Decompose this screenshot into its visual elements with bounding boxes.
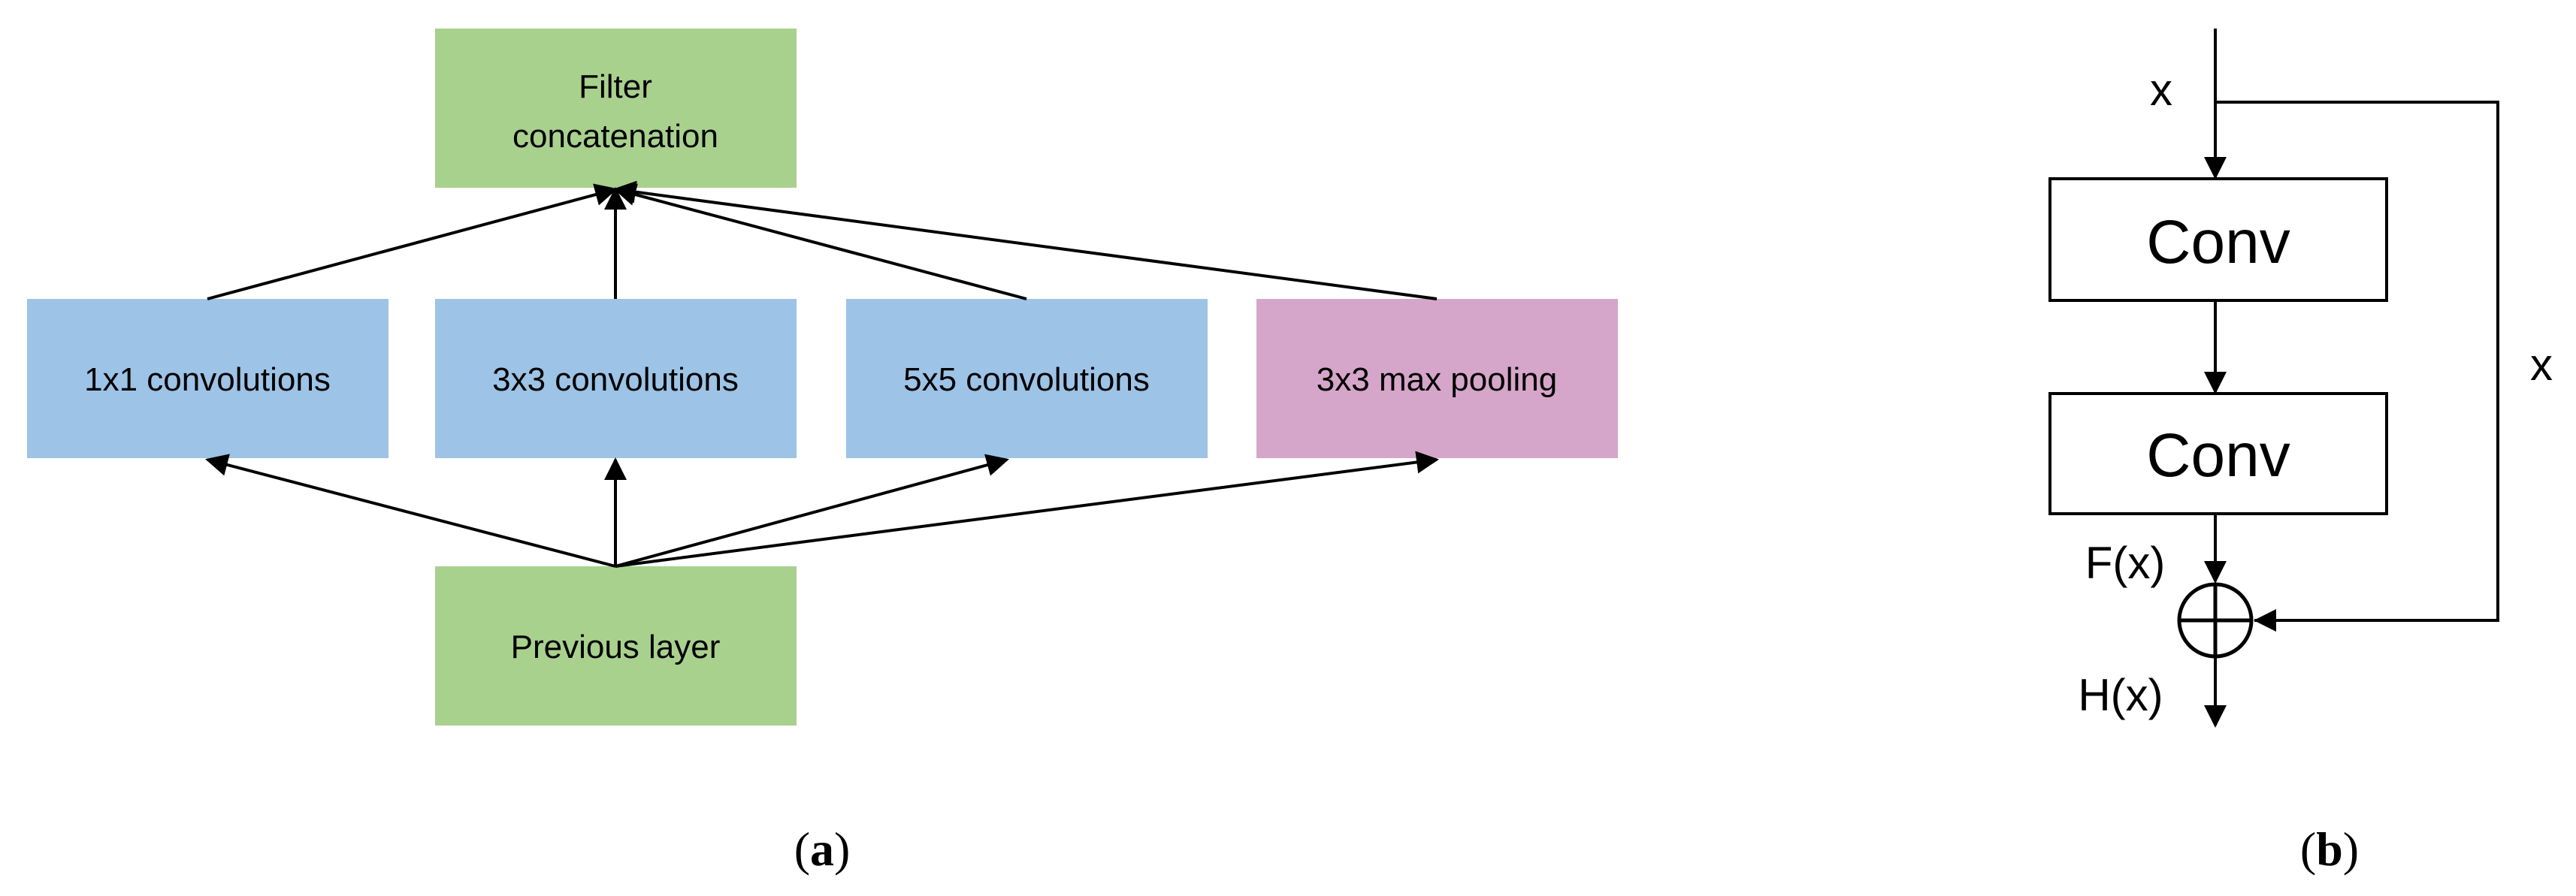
edge-5x5-to-concat <box>613 183 1027 300</box>
panel-a-caption: (a) <box>794 822 851 876</box>
branch-box-3x3 <box>435 299 797 458</box>
panel-b-caption-letter: b <box>2316 822 2343 876</box>
filter-concatenation-label-line1: Filter <box>579 68 652 105</box>
branch-label-1x1: 1x1 convolutions <box>84 361 331 398</box>
edge-1x1-to-concat <box>207 183 618 300</box>
edge-prev-to-1x1 <box>205 454 616 568</box>
conv1-box <box>2048 177 2388 302</box>
panel-a: Filter concatenation 1x1 convolutions 3x… <box>27 29 1618 876</box>
panel-b-caption: (b) <box>2300 822 2359 876</box>
panel-a-caption-open: ( <box>794 822 810 876</box>
previous-layer-label: Previous layer <box>511 629 721 665</box>
conv2-label: Conv <box>2146 421 2290 490</box>
branch-box-1x1 <box>27 299 389 458</box>
branch-node-5x5: 5x5 convolutions <box>846 299 1208 458</box>
skip-connection-line <box>2215 101 2499 622</box>
edges-to-concatenation <box>207 180 1438 300</box>
input-x-label: x <box>2150 65 2172 115</box>
skip-x-label: x <box>2530 339 2553 390</box>
hx-label: H(x) <box>2078 670 2163 720</box>
branch-box-maxpool <box>1256 299 1618 458</box>
branch-label-3x3: 3x3 convolutions <box>492 361 739 398</box>
branch-box-5x5 <box>846 299 1208 458</box>
branch-node-3x3: 3x3 convolutions <box>435 299 797 458</box>
previous-layer-node: Previous layer <box>435 566 797 726</box>
branch-label-maxpool: 3x3 max pooling <box>1317 361 1557 398</box>
conv2-node: Conv <box>2048 392 2388 515</box>
branch-node-maxpool: 3x3 max pooling <box>1256 299 1618 458</box>
conv1-node: Conv <box>2048 177 2388 302</box>
edge-prev-to-5x5 <box>615 454 1009 568</box>
sum-node <box>2177 582 2254 659</box>
panel-b-caption-close: ) <box>2343 822 2359 876</box>
panel-a-caption-letter: a <box>810 822 834 876</box>
edge-prev-to-maxpool <box>615 451 1439 568</box>
filter-concatenation-box <box>435 29 797 188</box>
branch-label-5x5: 5x5 convolutions <box>903 361 1150 398</box>
edge-maxpool-to-concat <box>613 180 1438 300</box>
previous-layer-box <box>435 566 797 726</box>
conv1-label: Conv <box>2146 208 2290 276</box>
filter-concatenation-label-line2: concatenation <box>512 118 718 155</box>
panel-b: x x Conv Conv F(x) <box>2048 29 2553 876</box>
panel-b-caption-open: ( <box>2300 822 2316 876</box>
filter-concatenation-node: Filter concatenation <box>435 29 797 188</box>
panel-a-caption-close: ) <box>834 822 850 876</box>
fx-label: F(x) <box>2085 538 2166 588</box>
branch-node-1x1: 1x1 convolutions <box>27 299 389 458</box>
edges-from-previous-layer <box>205 451 1439 568</box>
conv2-box <box>2048 392 2388 515</box>
